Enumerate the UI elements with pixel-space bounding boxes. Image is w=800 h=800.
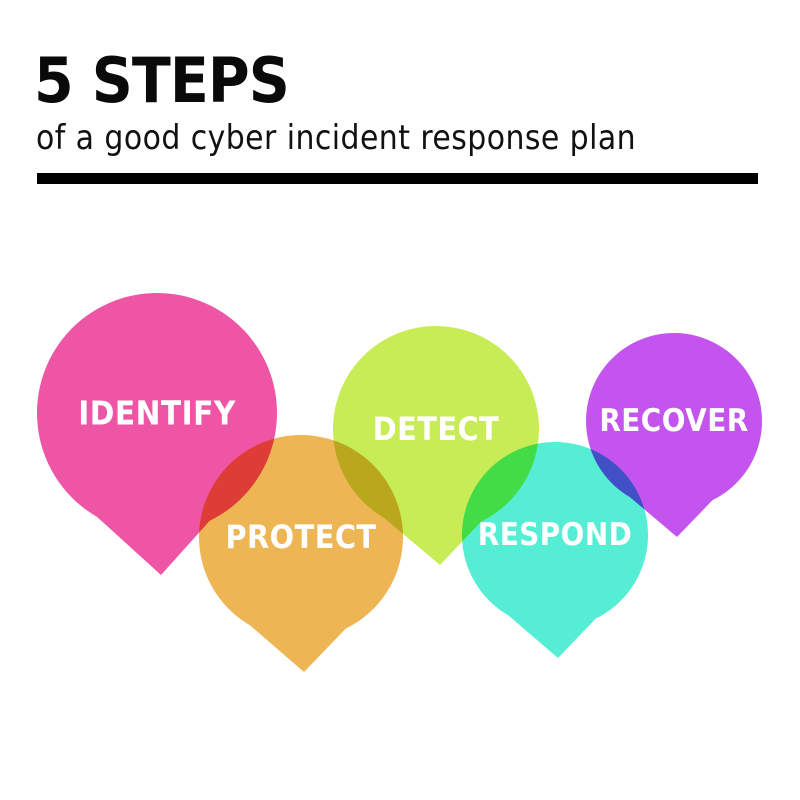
step-label-protect: PROTECT xyxy=(225,518,377,556)
speech-bubble-respond-icon xyxy=(458,438,652,662)
step-label-recover: RECOVER xyxy=(599,403,749,439)
speech-bubble-protect-icon xyxy=(195,431,407,676)
page-title: 5 STEPS xyxy=(34,44,290,117)
speech-bubble-recover-icon xyxy=(582,329,766,541)
step-label-identify: IDENTIFY xyxy=(78,393,236,433)
step-label-respond: RESPOND xyxy=(477,517,633,553)
step-label-detect: DETECT xyxy=(372,410,500,448)
title-divider xyxy=(37,173,758,184)
page-subtitle: of a good cyber incident response plan xyxy=(36,118,637,158)
